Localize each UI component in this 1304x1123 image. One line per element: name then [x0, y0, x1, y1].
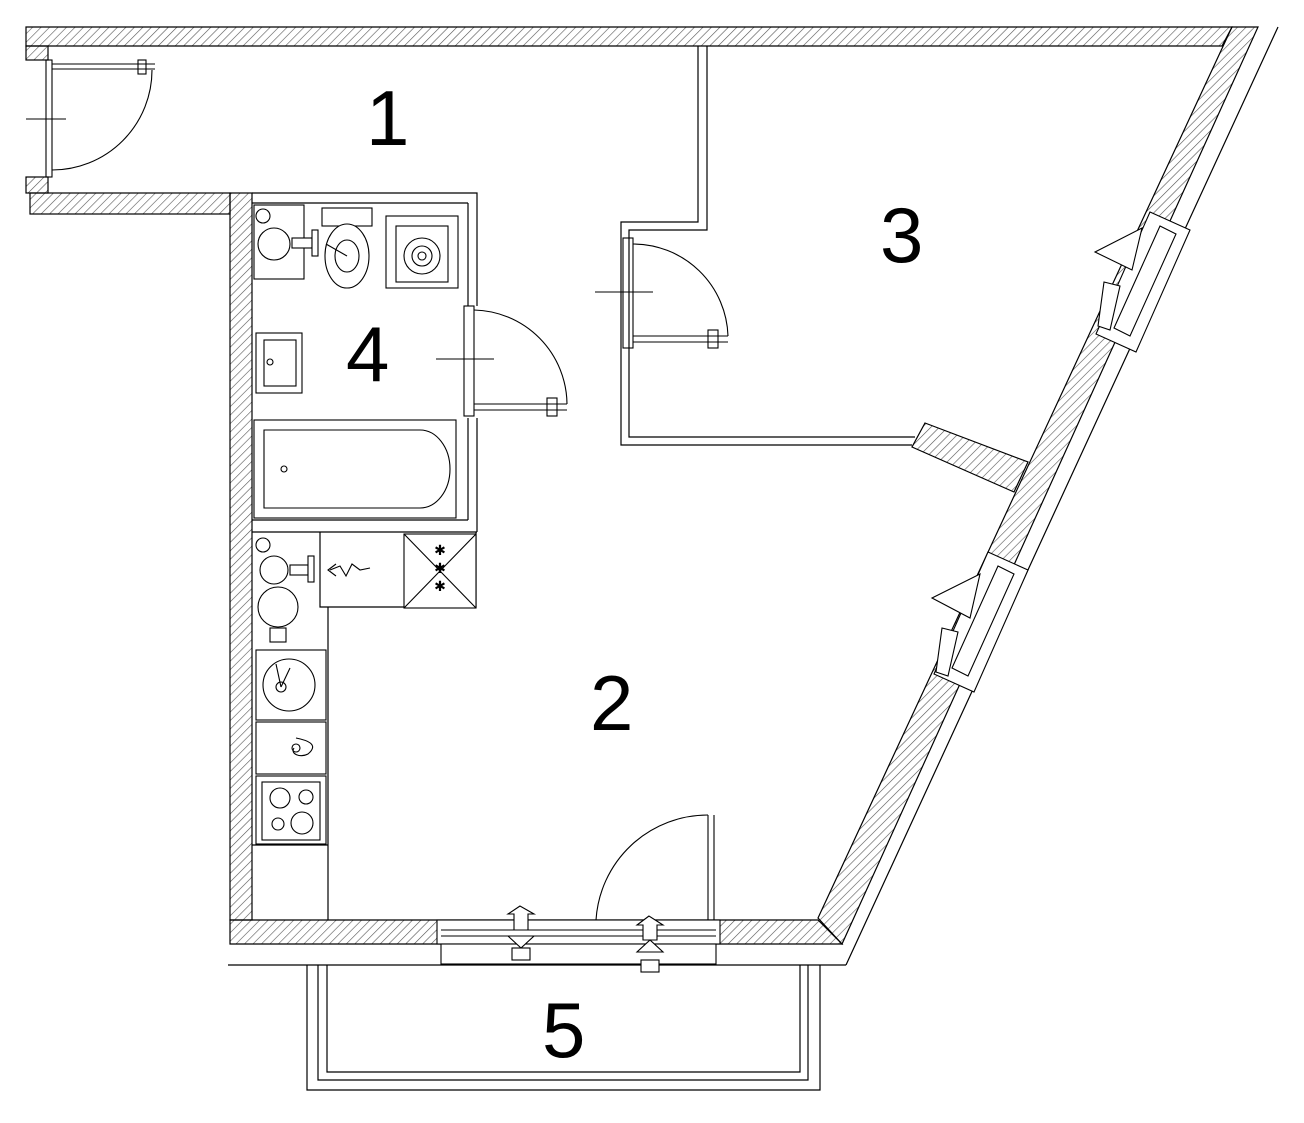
partition-stub	[911, 422, 1029, 493]
room-3-door	[595, 237, 729, 349]
balcony	[306, 965, 821, 1091]
doors	[26, 59, 729, 921]
entry-jamb-top	[25, 45, 49, 61]
vent-arrow	[327, 563, 371, 578]
bath-sink	[255, 332, 303, 394]
gas-meter	[255, 721, 327, 775]
diagonal-wall	[817, 26, 1259, 946]
left-wall	[229, 192, 253, 921]
room-3-number: 3	[880, 191, 923, 279]
windows	[930, 211, 1191, 693]
entry-door	[26, 59, 155, 178]
room-labels: 1 2 3 4 5	[346, 74, 923, 1074]
window-room-2	[930, 551, 1029, 693]
kitchen-sink	[255, 649, 327, 721]
entry-jamb-bottom	[25, 176, 49, 194]
room-2-number: 2	[590, 659, 633, 747]
kitchen-fixtures: ✱ ✱ ✱	[255, 533, 477, 845]
exterior-walls	[25, 26, 1259, 946]
top-wall	[25, 26, 1233, 47]
balcony-glazing	[436, 905, 721, 973]
room-4-number: 4	[346, 310, 389, 398]
balcony-door	[595, 814, 715, 921]
washing-machine	[385, 215, 459, 289]
toilet	[321, 207, 373, 289]
fridge: ✱ ✱ ✱	[403, 533, 477, 609]
stove	[255, 775, 327, 845]
svg-text:✱: ✱	[434, 561, 446, 577]
bathroom-door	[436, 305, 568, 417]
room-1-number: 1	[366, 74, 409, 162]
facade-lines	[228, 26, 1279, 966]
entry-wall	[29, 192, 231, 215]
svg-text:✱: ✱	[434, 579, 446, 595]
partitions	[252, 46, 915, 920]
bathroom-fixtures	[253, 204, 459, 519]
window-room-3	[1093, 211, 1191, 353]
svg-text:✱: ✱	[434, 543, 446, 559]
bathtub	[253, 419, 457, 519]
room-5-number: 5	[542, 986, 585, 1074]
